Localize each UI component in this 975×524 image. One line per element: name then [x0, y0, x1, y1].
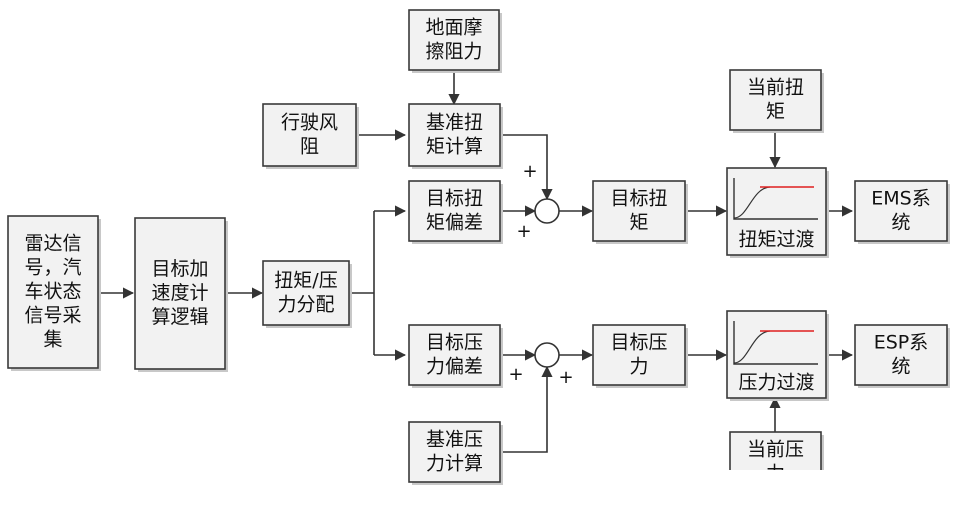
ems-system-box-label-line-2: 统: [891, 212, 910, 234]
target-pressure-box-label-line-2: 力: [629, 356, 648, 378]
torque-transition-box-label-line-1: 扭矩过渡: [738, 229, 814, 251]
wind-resistance-box-label-line-1: 行驶风: [281, 112, 338, 134]
edge-base-pressure-to-sum: [500, 365, 553, 453]
edges: [98, 70, 854, 453]
base-torque-calc-box-label-line-2: 矩计算: [426, 136, 483, 158]
target-pressure-box-frame: [592, 324, 686, 386]
pressure-sum-junction: [534, 342, 560, 368]
ground-friction-box-label-line-2: 擦阻力: [425, 41, 482, 63]
pressure-graph-axes: [733, 321, 818, 365]
torque-pressure-split-box-label-line-1: 扭矩/压: [274, 270, 337, 292]
target-torque-deviation-box-label-line-2: 矩偏差: [426, 212, 483, 234]
pressure-sum-sign-left: +: [508, 364, 523, 385]
target-accel-calc-box-label-line-1: 目标加: [151, 258, 208, 280]
blocks: 雷达信号，汽车状态信号采集目标加速度计算逻辑扭矩/压力分配地面摩擦阻力行驶风阻基…: [7, 9, 950, 495]
ground-friction-box-label-line-1: 地面摩: [425, 17, 482, 39]
esp-system-box-frame: [854, 324, 948, 386]
target-torque-box-label-line-1: 目标扭: [610, 188, 667, 210]
torque-pressure-split-box-frame: [262, 260, 350, 326]
current-pressure-box-label-line-1: 当前压: [747, 439, 804, 461]
target-torque-deviation-box-label-line-1: 目标扭: [426, 188, 483, 210]
current-torque-box-label-line-1: 当前扭: [747, 77, 804, 99]
current-torque-box-frame: [729, 69, 822, 131]
base-pressure-calc-box-label-line-2: 力计算: [426, 453, 483, 475]
torque-graph-response-curve: [733, 186, 771, 219]
pressure-sum-sign-bottom: +: [558, 367, 573, 388]
torque-graph-axes: [733, 178, 818, 220]
target-accel-calc-box-label-line-2: 速度计: [151, 282, 208, 304]
radar-signal-box-label-line-3: 车状态: [24, 281, 81, 303]
radar-signal-box-label-line-1: 雷达信: [24, 233, 81, 255]
torque-transition-box-frame: [726, 167, 827, 256]
target-torque-deviation-box-frame: [408, 180, 501, 242]
torque-pressure-split-box-label-line-2: 力分配: [277, 294, 334, 316]
target-torque-box-label-line-2: 矩: [629, 212, 648, 234]
base-torque-calc-box-label-line-1: 基准扭: [426, 112, 483, 134]
target-pressure-deviation-box-label-line-1: 目标压: [426, 332, 483, 354]
ems-system-box-label-line-1: EMS系: [871, 188, 930, 210]
torque-transition-box: 扭矩过渡: [726, 167, 829, 258]
torque-sum-sign-top: +: [522, 161, 537, 182]
esp-system-box-label-line-2: 统: [891, 356, 910, 378]
radar-signal-box-label-line-4: 信号采: [24, 305, 81, 327]
pressure-graph-response-curve: [733, 330, 771, 364]
target-pressure-deviation-box-label-line-2: 力偏差: [426, 356, 483, 378]
pressure-transition-graph: [733, 321, 818, 365]
pressure-transition-box-frame: [726, 310, 827, 399]
wind-resistance-box-label-line-2: 阻: [300, 136, 319, 158]
base-pressure-calc-box-label-line-1: 基准压: [426, 429, 483, 451]
target-accel-calc-box-label-line-3: 算逻辑: [151, 306, 208, 328]
bottom-crop-mask: [700, 470, 860, 524]
base-pressure-calc-box-frame: [408, 421, 501, 483]
target-torque-box-frame: [592, 180, 686, 242]
current-torque-box-label-line-2: 矩: [766, 101, 785, 123]
esp-system-box-label-line-1: ESP系: [874, 332, 929, 354]
base-torque-calc-box-frame: [408, 103, 501, 167]
ground-friction-box-frame: [408, 9, 500, 71]
torque-sum-sign-left: +: [516, 221, 531, 242]
pressure-transition-box: 压力过渡: [726, 310, 829, 401]
edge-base-torque-to-sum: [500, 134, 553, 201]
ems-system-box-frame: [854, 180, 948, 242]
target-accel-calc-box-frame: [134, 217, 226, 370]
torque-sum-junction: [534, 198, 560, 224]
wind-resistance-box-frame: [262, 103, 357, 167]
radar-signal-box-label-line-2: 号，汽: [24, 257, 81, 279]
radar-signal-box-label-line-5: 集: [43, 329, 62, 351]
radar-signal-box-frame: [7, 215, 99, 369]
target-pressure-deviation-box-frame: [408, 324, 501, 386]
pressure-transition-box-label-line-1: 压力过渡: [738, 372, 814, 394]
torque-transition-graph: [733, 178, 818, 220]
target-pressure-box-label-line-1: 目标压: [610, 332, 667, 354]
